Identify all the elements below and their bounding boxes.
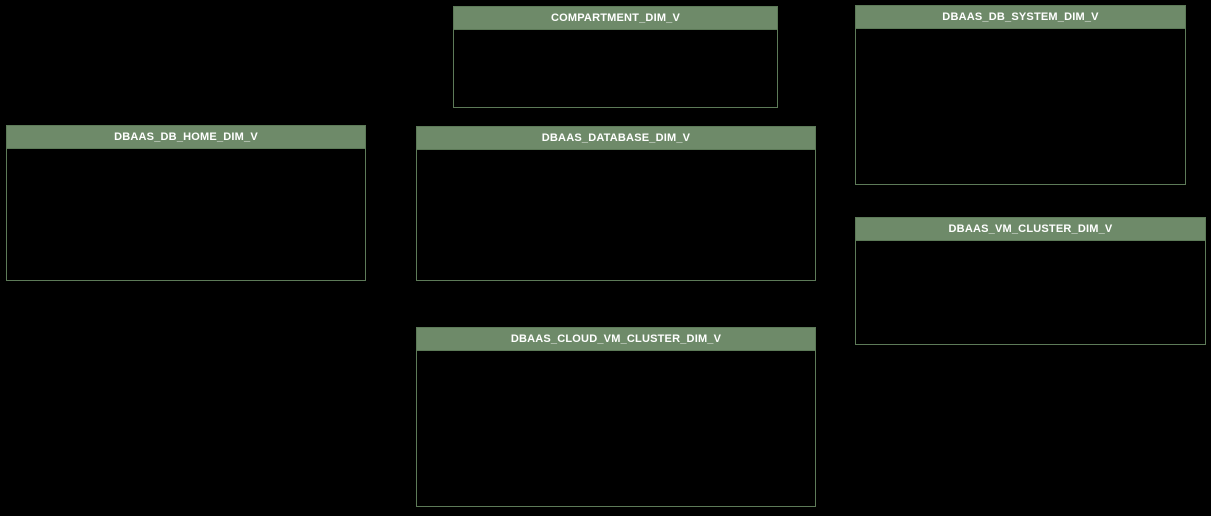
entity-box-dbaas-db-home-dim-v[interactable]: DBAAS_DB_HOME_DIM_V	[6, 125, 366, 281]
entity-attributes-dbaas-cloud-vm-cluster-dim-v	[417, 351, 815, 506]
entity-title-dbaas-cloud-vm-cluster-dim-v: DBAAS_CLOUD_VM_CLUSTER_DIM_V	[417, 328, 815, 351]
entity-box-dbaas-cloud-vm-cluster-dim-v[interactable]: DBAAS_CLOUD_VM_CLUSTER_DIM_V	[416, 327, 816, 507]
entity-title-dbaas-database-dim-v: DBAAS_DATABASE_DIM_V	[417, 127, 815, 150]
entity-attributes-compartment-dim-v	[454, 30, 777, 107]
entity-box-compartment-dim-v[interactable]: COMPARTMENT_DIM_V	[453, 6, 778, 108]
entity-title-dbaas-db-home-dim-v: DBAAS_DB_HOME_DIM_V	[7, 126, 365, 149]
entity-title-compartment-dim-v: COMPARTMENT_DIM_V	[454, 7, 777, 30]
entity-box-dbaas-vm-cluster-dim-v[interactable]: DBAAS_VM_CLUSTER_DIM_V	[855, 217, 1206, 345]
entity-box-dbaas-database-dim-v[interactable]: DBAAS_DATABASE_DIM_V	[416, 126, 816, 281]
entity-title-dbaas-db-system-dim-v: DBAAS_DB_SYSTEM_DIM_V	[856, 6, 1185, 29]
entity-attributes-dbaas-db-home-dim-v	[7, 149, 365, 280]
entity-box-dbaas-db-system-dim-v[interactable]: DBAAS_DB_SYSTEM_DIM_V	[855, 5, 1186, 185]
entity-attributes-dbaas-vm-cluster-dim-v	[856, 241, 1205, 344]
entity-title-dbaas-vm-cluster-dim-v: DBAAS_VM_CLUSTER_DIM_V	[856, 218, 1205, 241]
entity-attributes-dbaas-database-dim-v	[417, 150, 815, 280]
entity-attributes-dbaas-db-system-dim-v	[856, 29, 1185, 184]
